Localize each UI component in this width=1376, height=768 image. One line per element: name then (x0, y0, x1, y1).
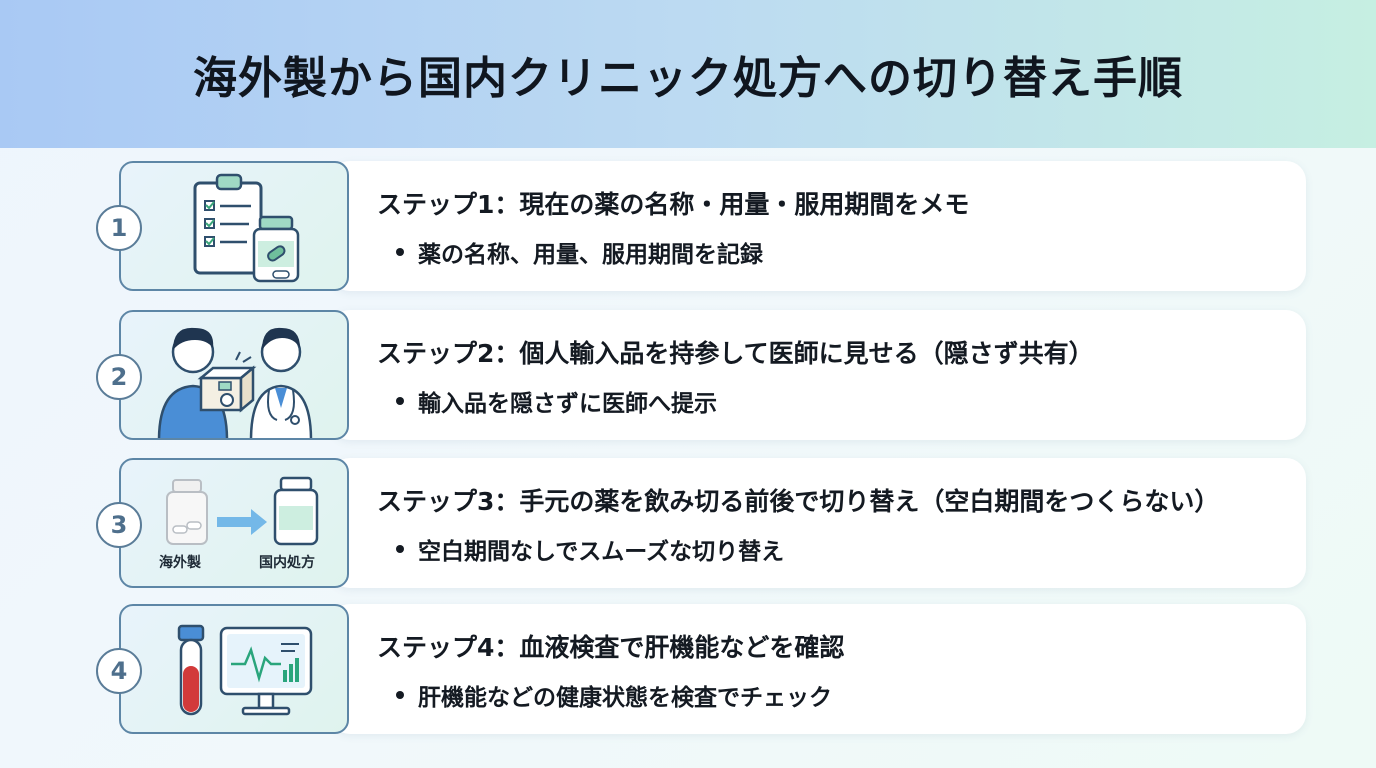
step-4-bullet-text: 肝機能などの健康状態を検査でチェック (418, 685, 832, 711)
step-2-number-badge: 2 (96, 354, 142, 400)
step-2-bullet-text: 輸入品を隠さずに医師へ提示 (418, 391, 717, 417)
step-3-from-label: 海外製 (159, 555, 201, 571)
step-3-title: ステップ3：手元の薬を飲み切る前後で切り替え（空白期間をつくらない） (377, 487, 1220, 516)
page-title: 海外製から国内クリニック処方への切り替え手順 (193, 53, 1183, 104)
step-4-icon-box (119, 604, 349, 734)
step-3-bullet: 空白期間なしでスムーズな切り替え (396, 532, 784, 566)
step-1-bullet-text: 薬の名称、用量、服用期間を記録 (418, 242, 763, 268)
blood-tube-monitor-icon (177, 624, 313, 716)
patient-handing-box-to-doctor-icon (157, 327, 313, 438)
bottle-switch-arrow-icon (166, 476, 319, 546)
step-3-number-badge: 3 (96, 502, 142, 548)
bullet-dot (396, 545, 404, 553)
bullet-dot (396, 691, 404, 699)
step-3-to-label: 国内処方 (259, 555, 315, 571)
step-1-card (330, 161, 1306, 291)
bullet-dot (396, 397, 404, 405)
step-4-bullet: 肝機能などの健康状態を検査でチェック (396, 678, 832, 712)
header-banner: 海外製から国内クリニック処方への切り替え手順 (0, 0, 1376, 148)
step-2: 2 ステップ2：個人輸入品を持参して医師に見せる（隠さず共有） 輸入品を隠さずに… (0, 310, 1376, 440)
step-3-card (330, 458, 1306, 588)
step-3: 海外製 国内処方 3 ステップ3：手元の薬を飲み切る前後で切り替え（空白期間をつ… (0, 458, 1376, 588)
step-1: 1 ステップ1：現在の薬の名称・用量・服用期間をメモ 薬の名称、用量、服用期間を… (0, 161, 1376, 291)
step-3-bullet-text: 空白期間なしでスムーズな切り替え (418, 539, 785, 565)
bullet-dot (396, 248, 404, 256)
step-2-bullet: 輸入品を隠さずに医師へ提示 (396, 384, 717, 418)
step-2-card (330, 310, 1306, 440)
step-4-title: ステップ4：血液検査で肝機能などを確認 (377, 633, 845, 662)
step-3-icon-box: 海外製 国内処方 (119, 458, 349, 588)
step-1-title: ステップ1：現在の薬の名称・用量・服用期間をメモ (377, 190, 970, 219)
step-1-icon-box (119, 161, 349, 291)
step-1-bullet: 薬の名称、用量、服用期間を記録 (396, 235, 763, 269)
step-1-number-badge: 1 (96, 205, 142, 251)
step-4-card (330, 604, 1306, 734)
clipboard-medicine-bottle-icon (193, 173, 300, 283)
step-4-number-badge: 4 (96, 648, 142, 694)
step-2-icon-box (119, 310, 349, 440)
step-2-title: ステップ2：個人輸入品を持参して医師に見せる（隠さず共有） (377, 339, 1094, 368)
step-4: 4 ステップ4：血液検査で肝機能などを確認 肝機能などの健康状態を検査でチェック (0, 604, 1376, 734)
